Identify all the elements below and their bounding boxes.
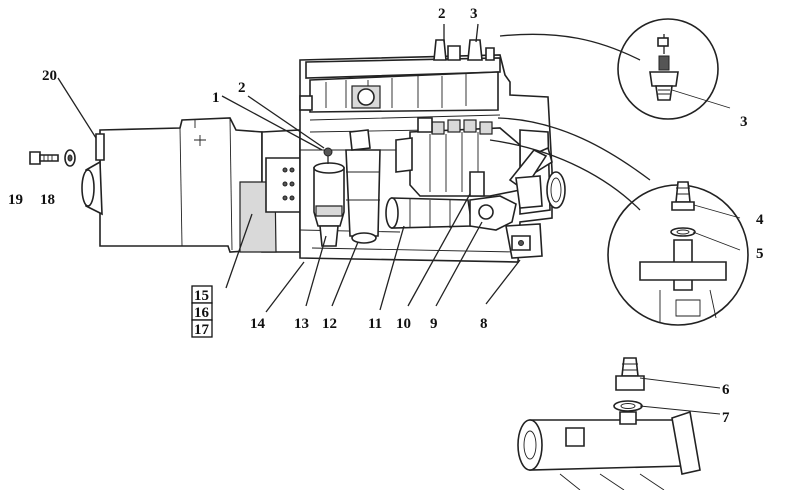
callout-13: 13 <box>294 316 309 332</box>
callout-1: 1 <box>212 90 220 106</box>
callout-16: 16 <box>194 305 210 321</box>
callouts: 20 19 18 1 2 2 3 3 4 5 6 7 8 9 10 11 12 … <box>8 6 764 426</box>
detail-circle-pressure-sensor <box>607 181 749 326</box>
engine-mount <box>505 223 543 259</box>
callout-20: 20 <box>42 68 57 84</box>
clutch-housing <box>239 129 301 253</box>
top-sensors <box>433 39 495 61</box>
water-pipe <box>469 148 548 231</box>
callout-12: 12 <box>322 316 337 332</box>
injection-pump <box>395 117 521 197</box>
callout-14: 14 <box>250 316 266 332</box>
intake-pipe <box>385 197 473 229</box>
callout-10: 10 <box>396 316 411 332</box>
fuel-filter <box>313 147 345 247</box>
callout-9: 9 <box>430 316 438 332</box>
callout-5: 5 <box>756 246 764 262</box>
callout-7: 7 <box>722 410 730 426</box>
bolt-and-washer <box>29 149 76 167</box>
callout-11: 11 <box>368 316 382 332</box>
callout-4: 4 <box>756 212 764 228</box>
transmission-housing <box>81 117 263 253</box>
detail-circle-temp-sensor <box>617 18 731 120</box>
callout-6: 6 <box>722 382 730 398</box>
callout-3-top: 3 <box>470 6 478 22</box>
callout-3-detail: 3 <box>740 114 748 130</box>
callout-8: 8 <box>480 316 488 332</box>
callout-15: 15 <box>194 288 209 304</box>
oil-filter <box>345 129 381 244</box>
callout-2-top: 2 <box>438 6 446 22</box>
callout-18: 18 <box>40 192 55 208</box>
leader-lines <box>57 23 651 313</box>
callout-17-box <box>191 319 213 338</box>
callout-2-left: 2 <box>238 80 246 96</box>
callout-19: 19 <box>8 192 23 208</box>
callout-17: 17 <box>194 322 210 338</box>
bottom-detail-filter-body <box>517 357 721 490</box>
